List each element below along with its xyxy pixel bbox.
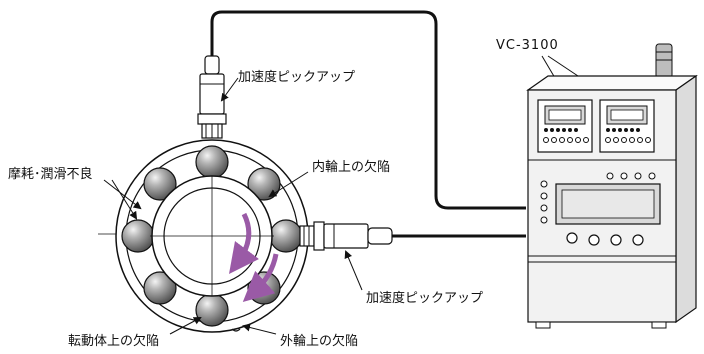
top-accelerometer [197, 55, 227, 139]
label-wear: 摩耗･潤滑不良 [8, 167, 93, 182]
side-accelerometer [299, 221, 393, 251]
curved-arrow-icon [242, 253, 279, 302]
label-pickup-bottom: 加速度ピックアップ [366, 291, 484, 306]
ball [195, 293, 229, 327]
leader-inner [268, 171, 309, 198]
label-outer-defect: 外輪上の欠陥 [280, 334, 359, 349]
knob [588, 234, 600, 246]
label-instrument: VC-3100 [496, 38, 559, 53]
vc3100-unit-2 [599, 99, 655, 153]
knob [566, 232, 578, 244]
knob [632, 234, 644, 246]
vc3100-unit-1 [537, 99, 593, 153]
leader-wear-1 [111, 179, 138, 220]
leader-outer [242, 323, 277, 335]
outer-defect-mark [231, 328, 241, 332]
ball [195, 145, 229, 179]
knob [610, 234, 622, 246]
top-cable [210, 10, 526, 210]
label-rolling-defect: 転動体上の欠陥 [68, 334, 160, 349]
leader-wear-2 [103, 179, 142, 210]
ball [143, 167, 177, 201]
label-pickup-top: 加速度ピックアップ [238, 70, 356, 85]
ball [269, 219, 303, 253]
leader-rolling [169, 317, 202, 335]
leader-pickup-top [220, 77, 239, 102]
curved-arrow-icon [229, 212, 259, 275]
rolling-balls [121, 145, 303, 327]
ball [143, 271, 177, 305]
leader-pickup-bottom [344, 250, 363, 291]
ball [121, 219, 155, 253]
instrument-cabinet [526, 43, 698, 329]
label-inner-defect: 内輪上の欠陥 [312, 160, 391, 175]
